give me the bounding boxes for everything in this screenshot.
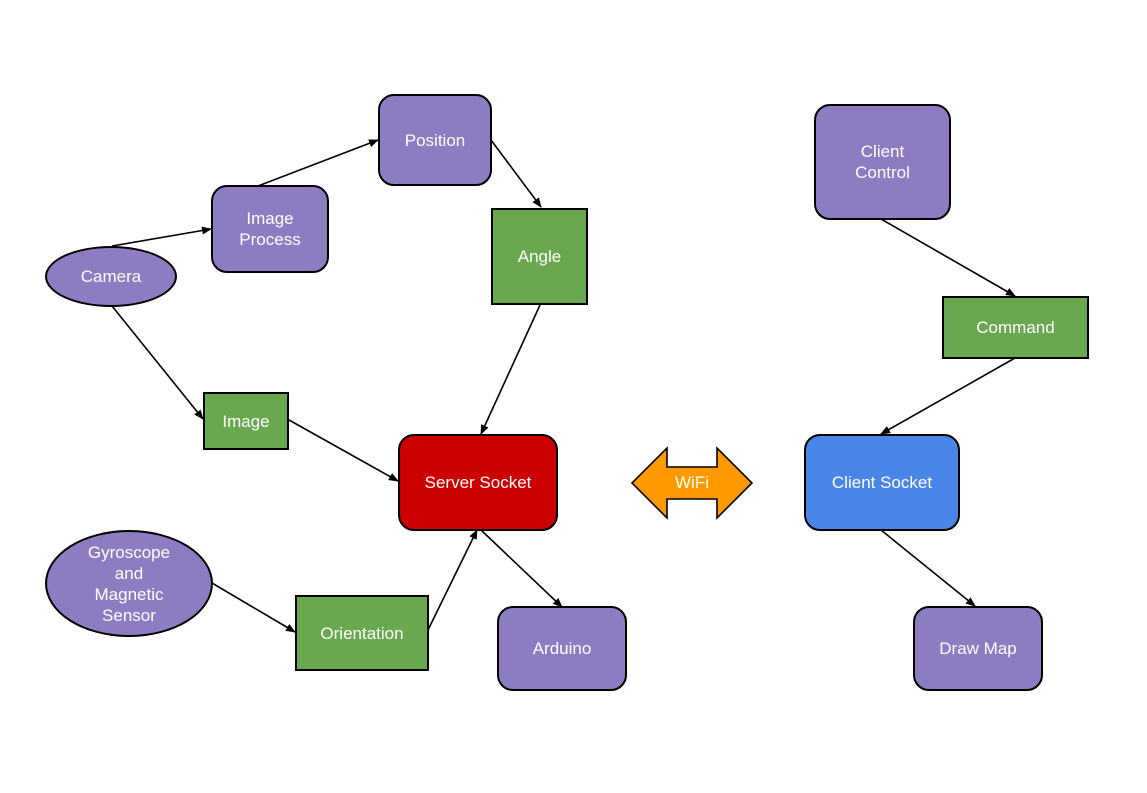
edge-orientation-to-server-socket [427, 529, 478, 631]
edge-gyroscope-to-orientation [211, 582, 296, 633]
camera-node: Camera [45, 246, 177, 307]
draw-map-node: Draw Map [913, 606, 1043, 691]
command-label: Command [976, 318, 1055, 337]
server-socket-label: Server Socket [424, 473, 532, 492]
edge-camera-to-image [111, 305, 204, 420]
edge-position-to-angle [490, 139, 542, 208]
position-node: Position [378, 94, 492, 186]
connectors [111, 139, 1016, 633]
orientation-node: Orientation [295, 595, 429, 671]
client-socket-node: Client Socket [804, 434, 960, 531]
edge-client-socket-to-draw-map [880, 529, 976, 607]
orientation-label: Orientation [320, 623, 404, 643]
edge-client-control-to-command [880, 218, 1016, 297]
arduino-node: Arduino [497, 606, 627, 691]
arduino-label: Arduino [532, 639, 592, 658]
edge-command-to-client-socket [880, 357, 1016, 435]
server-socket-node: Server Socket [398, 434, 558, 531]
draw-map-label: Draw Map [939, 639, 1017, 658]
angle-node: Angle [491, 208, 588, 305]
position-label: Position [404, 130, 466, 150]
edge-image-process-to-position [257, 139, 379, 187]
edge-camera-to-image-process [111, 226, 212, 247]
camera-label: Camera [80, 267, 142, 286]
wifi-double-arrow [630, 446, 754, 520]
image-label: Image [222, 411, 270, 431]
client-socket-label: Client Socket [831, 473, 933, 492]
edge-image-to-server-socket [288, 419, 399, 482]
edge-angle-to-server-socket [480, 304, 541, 435]
command-node: Command [942, 296, 1089, 359]
edge-server-socket-to-arduino [480, 529, 563, 608]
image-node: Image [203, 392, 289, 450]
angle-label: Angle [517, 247, 562, 266]
